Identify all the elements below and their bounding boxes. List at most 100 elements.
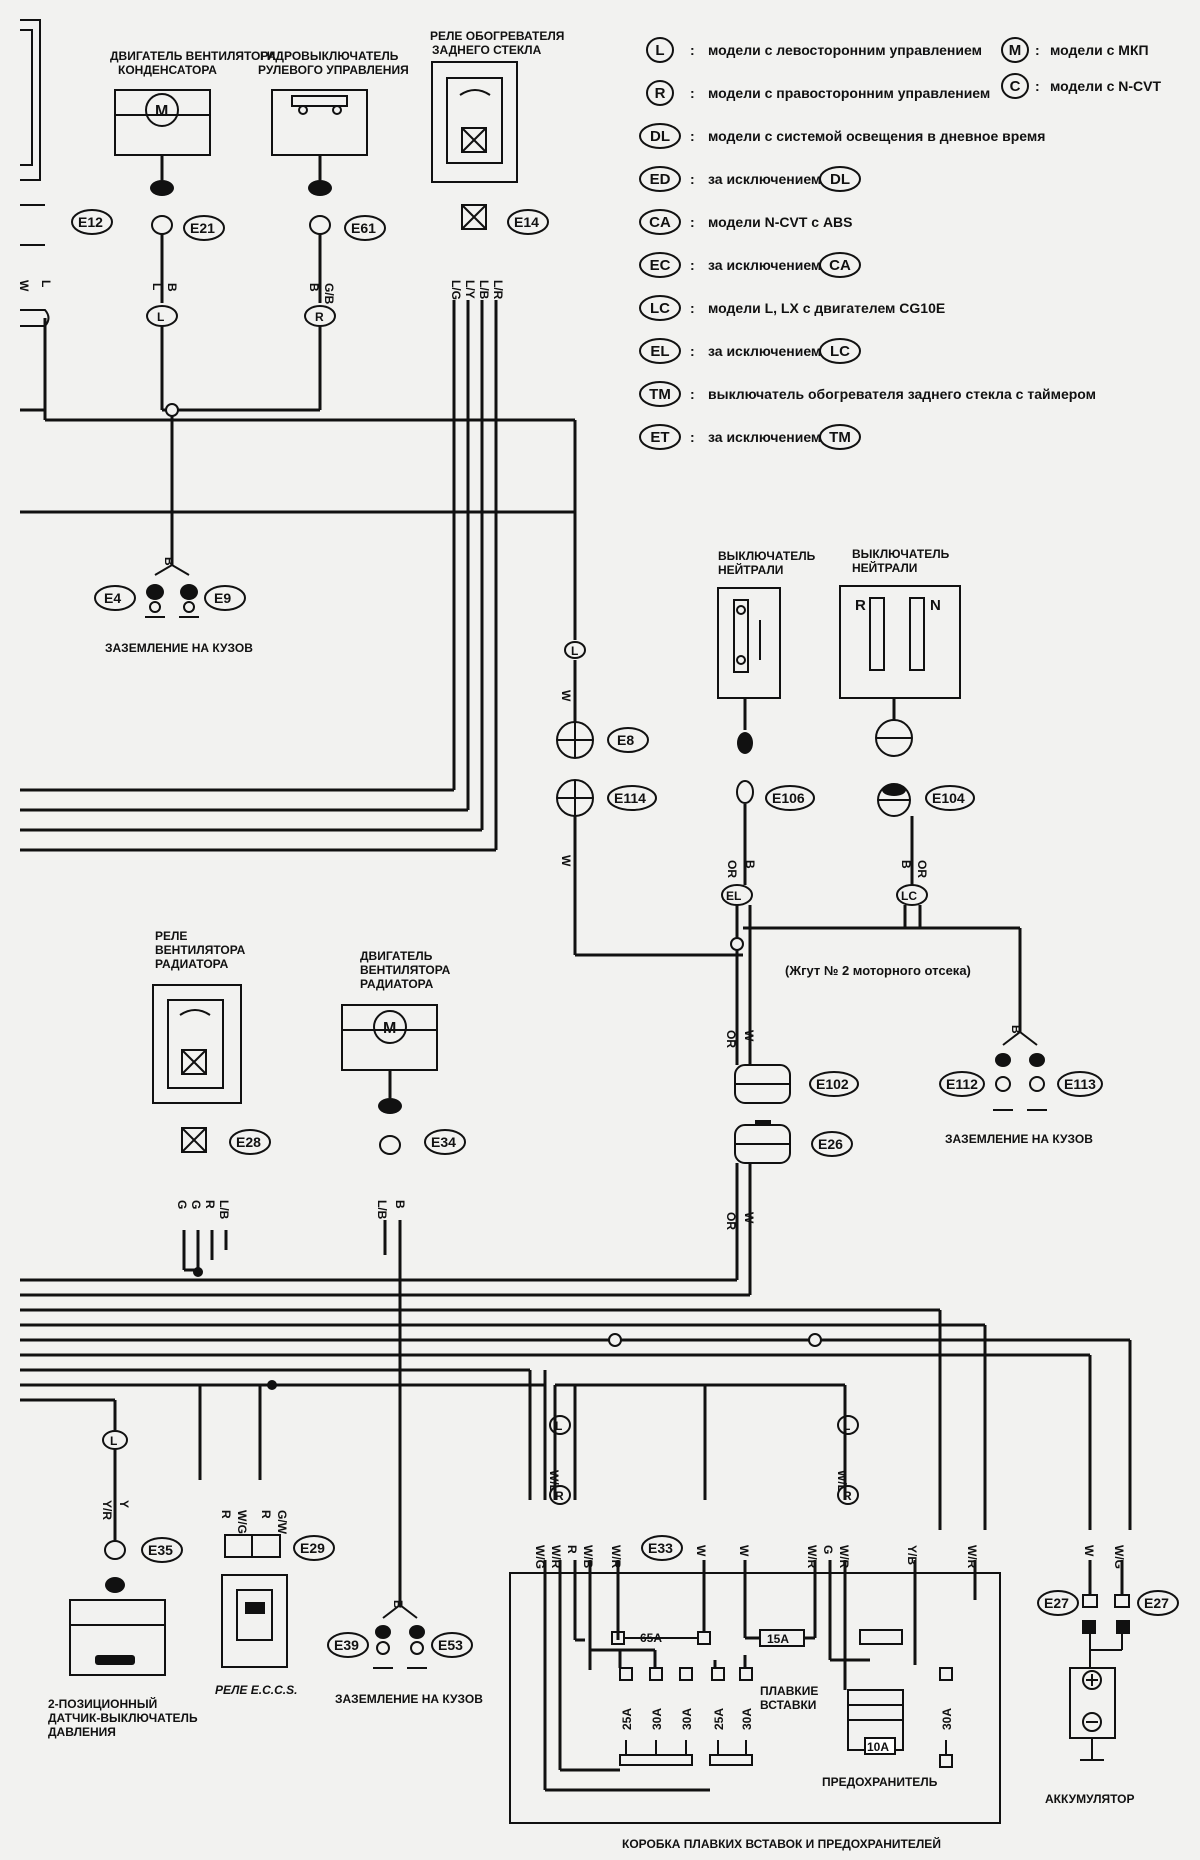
pressure-label-1: 2-ПОЗИЦИОННЫЙ bbox=[48, 1696, 157, 1711]
battery-label: АККУМУЛЯТОР bbox=[1045, 1792, 1135, 1806]
legend-colon: : bbox=[690, 257, 695, 273]
ground2-wire: B bbox=[1009, 1025, 1023, 1034]
legend-colon: : bbox=[690, 171, 695, 187]
e29-wire-r1: R bbox=[219, 1510, 233, 1519]
radiator-fan-motor: ДВИГАТЕЛЬ ВЕНТИЛЯТОРА РАДИАТОРА M E34 L/… bbox=[341, 949, 466, 1605]
legend-text-l: модели с левосторонним управлением bbox=[708, 42, 982, 58]
variant-tag-lc: LC bbox=[901, 889, 917, 903]
fuse-30a-4: 30A bbox=[940, 1708, 954, 1730]
neutral2-terminal-r: R bbox=[855, 597, 866, 614]
legend-right-c-oval bbox=[1001, 73, 1029, 99]
pressure-switch: L Y/R Y E35 2-ПОЗИЦИОННЫЙ ДАТЧИК-ВЫКЛЮЧА… bbox=[48, 1430, 198, 1739]
e12-wire-l: L bbox=[39, 280, 53, 287]
connector-e35: E35 bbox=[148, 1542, 173, 1558]
legend-code-lc-oval bbox=[639, 295, 681, 321]
legend-code-et-oval bbox=[639, 424, 681, 450]
legend-colon: : bbox=[1035, 78, 1040, 94]
e33-wire-wr4: W/R bbox=[837, 1545, 851, 1569]
connector-e12: E12 bbox=[78, 214, 103, 230]
rad-relay-label-1: РЕЛЕ bbox=[155, 929, 187, 943]
fuse-label: ПРЕДОХРАНИТЕЛЬ bbox=[822, 1775, 938, 1789]
connector-e4: E4 bbox=[104, 590, 121, 606]
pressure-label-3: ДАВЛЕНИЯ bbox=[48, 1725, 116, 1739]
connector-e39: E39 bbox=[334, 1637, 359, 1653]
ps-switch-label-1: ГИДРОВЫКЛЮЧАТЕЛЬ bbox=[260, 49, 399, 63]
legend-text-r: модели с правосторонним управлением bbox=[708, 85, 990, 101]
neutral-switch-2: ВЫКЛЮЧАТЕЛЬ НЕЙТРАЛИ R N E104 B OR LC (Ж… bbox=[785, 547, 975, 978]
e14-wire-4: L/R bbox=[491, 280, 505, 300]
connector-e61: E61 bbox=[351, 220, 376, 236]
e28-wire-4: L/B bbox=[217, 1200, 231, 1220]
legend-code-lc: LC bbox=[650, 300, 670, 317]
e34-wire-lb: L/B bbox=[375, 1200, 389, 1220]
legend-colon: : bbox=[690, 429, 695, 445]
main-bus bbox=[20, 1278, 1132, 1480]
legend-ref-tm: TM bbox=[829, 429, 851, 446]
legend-text-lc: модели L, LX с двигателем CG10E bbox=[708, 300, 945, 316]
legend-text-ec: за исключением bbox=[708, 257, 821, 273]
legend-right-m-oval bbox=[1001, 37, 1029, 63]
e12-wire-w: W bbox=[17, 280, 31, 292]
legend-colon: : bbox=[690, 343, 695, 359]
harness-note: (Жгут № 2 моторного отсека) bbox=[785, 963, 971, 978]
svg-text:M: M bbox=[383, 1020, 396, 1037]
e102-e26-group: OR W E102 E26 OR W B E112 E113 ЗАЗЕМЛЕНИ… bbox=[724, 1025, 1103, 1295]
radiator-fan-relay: РЕЛЕ ВЕНТИЛЯТОРА РАДИАТОРА E28 G G R L/B bbox=[152, 929, 271, 1277]
legend-code-ec: EC bbox=[650, 257, 671, 274]
condenser-fan-label-1: ДВИГАТЕЛЬ ВЕНТИЛЯТОРА bbox=[110, 49, 276, 63]
fusible-links-label-1: ПЛАВКИЕ bbox=[760, 1684, 818, 1698]
svg-text:M: M bbox=[155, 103, 168, 120]
legend-ref-oval bbox=[819, 166, 861, 192]
legend-text-el: за исключением bbox=[708, 343, 821, 359]
connector-e26: E26 bbox=[818, 1136, 843, 1152]
connector-e27-left: E27 bbox=[1044, 1595, 1069, 1611]
e21-wire-l: L bbox=[150, 283, 164, 290]
e12-connector-group: E12 W L bbox=[17, 19, 113, 420]
legend-code-el-oval bbox=[639, 338, 681, 364]
fuse-box-label: КОРОБКА ПЛАВКИХ ВСТАВОК И ПРЕДОХРАНИТЕЛЕ… bbox=[622, 1836, 941, 1851]
connector-e14: E14 bbox=[514, 214, 539, 230]
e33-wire-w2: W bbox=[737, 1545, 751, 1557]
connector-e112: E112 bbox=[946, 1076, 978, 1092]
e14-wire-3: L/B bbox=[477, 280, 491, 300]
e27-wire-w: W bbox=[1082, 1545, 1096, 1557]
legend-colon: : bbox=[690, 386, 695, 402]
ground1-label: ЗАЗЕМЛЕНИЕ НА КУЗОВ bbox=[105, 641, 253, 655]
legend-text-tm: выключатель обогревателя заднего стекла … bbox=[708, 386, 1096, 402]
e28-wire-2: G bbox=[189, 1200, 203, 1209]
e35-wire-yr: Y/R bbox=[100, 1500, 114, 1520]
legend-code-el: EL bbox=[650, 343, 669, 360]
e34-wire-b: B bbox=[393, 1200, 407, 1209]
legend-code-dl-oval bbox=[639, 123, 681, 149]
e28-wire-1: G bbox=[175, 1200, 189, 1209]
legend-colon: : bbox=[690, 42, 695, 58]
e61-wire-b: B bbox=[307, 283, 321, 292]
legend-code-dl: DL bbox=[650, 128, 670, 145]
rear-defogger-relay: РЕЛЕ ОБОГРЕВАТЕЛЯ ЗАДНЕГО СТЕКЛА E14 L/G… bbox=[20, 29, 564, 852]
legend-code-tm: TM bbox=[649, 386, 671, 403]
connector-e33: E33 bbox=[648, 1540, 673, 1556]
e106-wire-or: OR bbox=[725, 860, 739, 878]
legend-text-dl: модели с системой освещения в дневное вр… bbox=[708, 128, 1045, 144]
variant-tag-r1: R bbox=[315, 310, 324, 324]
power-steering-switch: ГИДРОВЫКЛЮЧАТЕЛЬ РУЛЕВОГО УПРАВЛЕНИЯ E61… bbox=[258, 49, 409, 410]
legend-code-ed-oval bbox=[639, 166, 681, 192]
variant-tag-l2: L bbox=[571, 644, 578, 658]
ground3-wire: B bbox=[391, 1600, 405, 1609]
legend-code-r: R bbox=[655, 85, 666, 102]
legend-right-code-m: M bbox=[1009, 42, 1022, 59]
pressure-label-2: ДАТЧИК-ВЫКЛЮЧАТЕЛЬ bbox=[48, 1711, 198, 1725]
eccs-relay-label: РЕЛЕ E.C.C.S. bbox=[215, 1683, 297, 1697]
ps-switch-label-2: РУЛЕВОГО УПРАВЛЕНИЯ bbox=[258, 63, 409, 77]
variant-tag-l5: L bbox=[843, 1419, 850, 1433]
defog-relay-label-1: РЕЛЕ ОБОГРЕВАТЕЛЯ bbox=[430, 29, 564, 43]
e33-wire-g: G bbox=[821, 1545, 835, 1554]
e14-wire-1: L/G bbox=[449, 280, 463, 300]
e33-wire-wb: W/B bbox=[581, 1545, 595, 1569]
connector-e28: E28 bbox=[236, 1134, 261, 1150]
condenser-fan-motor: ДВИГАТЕЛЬ ВЕНТИЛЯТОРА КОНДЕНСАТОРА M bbox=[110, 49, 276, 235]
legend-colon: : bbox=[690, 85, 695, 101]
e102-wire-w: W bbox=[742, 1030, 756, 1042]
legend-text-ed: за исключением bbox=[708, 171, 821, 187]
e33-wire-wr3: W/R bbox=[805, 1545, 819, 1569]
